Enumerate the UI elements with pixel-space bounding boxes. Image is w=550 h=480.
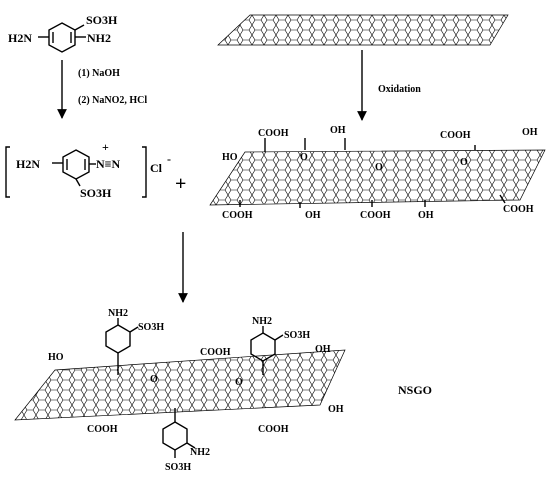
nsgo-group-13: NH2 [190,447,210,458]
go-group-11: COOH [360,210,391,221]
go-group-3: COOH [440,130,471,141]
nsgo-group-2: SO3H [138,322,164,333]
diazonium-salt: H2N + N≡N SO3H Cl - [5,140,171,200]
go-group-4: OH [522,127,538,138]
step2-label: (2) NaNO2, HCl [78,95,147,106]
nsgo-group-14: SO3H [165,462,191,473]
nsgo-group-11: COOH [87,424,118,435]
nsgo-group-6: COOH [200,347,231,358]
diazonium-sulfonic-label: SO3H [80,186,112,200]
graphene-sheet [217,14,509,46]
go-group-8: O [460,157,468,168]
counter-ion-label: Cl [150,161,163,175]
nsgo-group-10: OH [328,404,344,415]
go-group-1: COOH [258,128,289,139]
product-name-label: NSGO [398,383,432,397]
bracket-left [5,146,10,198]
graphene-oxide-sheet [209,138,546,208]
plus-sign: + [175,173,186,195]
go-group-13: COOH [503,204,534,215]
nsgo-group-4: SO3H [284,330,310,341]
go-group-6: O [300,152,308,163]
counter-ion-charge: - [167,152,171,166]
nsgo-group-8: O [150,374,158,385]
nsgo-sheet [14,318,346,458]
nsgo-group-1: NH2 [108,308,128,319]
go-group-10: OH [305,210,321,221]
nsgo-group-12: COOH [258,424,289,435]
go-group-5: HO [222,152,238,163]
diazonium-group-label: N≡N [96,157,121,171]
nsgo-group-7: OH [315,344,331,355]
reactant-amino-left-label: H2N [8,31,32,45]
step1-label: (1) NaOH [78,68,120,79]
diazonium-amino-label: H2N [16,157,40,171]
reactant-amino-right-label: NH2 [87,31,111,45]
diazonium-plus-charge: + [102,140,109,154]
go-group-2: OH [330,125,346,136]
go-group-12: OH [418,210,434,221]
nsgo-group-9: O [235,377,243,388]
oxidation-label: Oxidation [378,84,421,95]
nsgo-group-3: NH2 [252,316,272,327]
reactant-molecule: SO3H H2N NH2 [8,13,118,53]
bracket-right [142,146,147,198]
reactant-sulfonic-label: SO3H [86,13,118,27]
go-group-9: COOH [222,210,253,221]
go-group-7: O [375,162,383,173]
nsgo-group-5: HO [48,352,64,363]
